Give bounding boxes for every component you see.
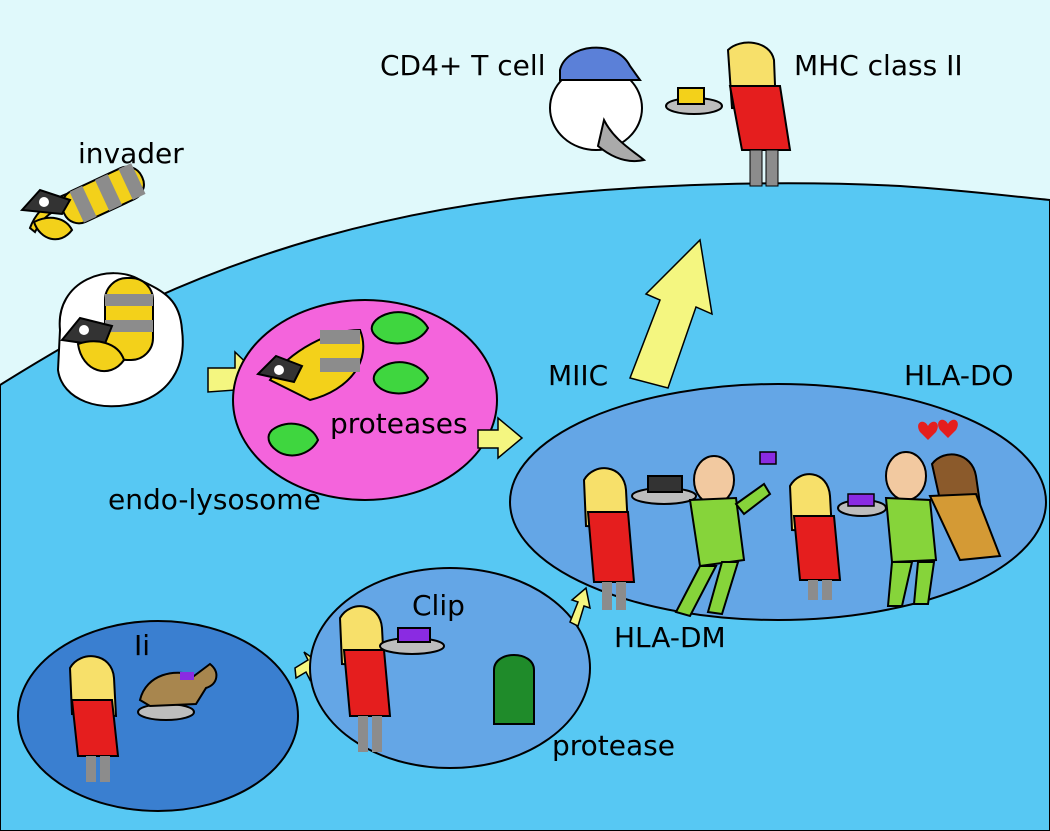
woman-hla-do-icon [928, 453, 1002, 562]
protease-creature-icon [267, 311, 430, 457]
woman-mhc-ii-vesicle-icon [68, 655, 120, 782]
arrow-clip-to-miic [569, 586, 591, 628]
label-ii: Ii [134, 629, 151, 662]
label-endo-lysosome: endo-lysosome [108, 483, 321, 516]
label-clip: Clip [412, 589, 465, 622]
label-miic: MIIC [548, 359, 609, 392]
endo-lysosome-compartment [232, 299, 498, 501]
man-hla-dm-hugged-icon [884, 451, 938, 607]
man-hla-dm-icon [674, 451, 777, 618]
engulfed-invader-icon [60, 277, 154, 373]
degraded-invader-icon [256, 328, 365, 402]
label-mhc-class-ii: MHC class II [794, 49, 963, 82]
dog-ii-icon [137, 662, 218, 721]
label-invader: invader [78, 137, 184, 170]
woman-mhc-miic-1-icon [582, 467, 697, 610]
label-proteases: proteases [330, 407, 468, 440]
woman-mhc-miic-2-icon [788, 473, 887, 600]
heart-icon [918, 419, 958, 440]
pirate-invader-icon [19, 163, 146, 241]
woman-mhc-clip-vesicle-icon [338, 605, 445, 752]
woman-mhc-surface-icon [665, 41, 792, 187]
label-hla-do: HLA-DO [904, 359, 1014, 392]
label-protease: protease [552, 729, 675, 762]
label-hla-dm: HLA-DM [614, 621, 726, 654]
label-cd4-t-cell: CD4+ T cell [380, 49, 546, 82]
protease-creature-clip-icon [493, 654, 535, 725]
arrow-to-surface [628, 238, 713, 389]
arrow-to-miic [477, 416, 524, 460]
t-cell-head-icon [549, 46, 647, 162]
